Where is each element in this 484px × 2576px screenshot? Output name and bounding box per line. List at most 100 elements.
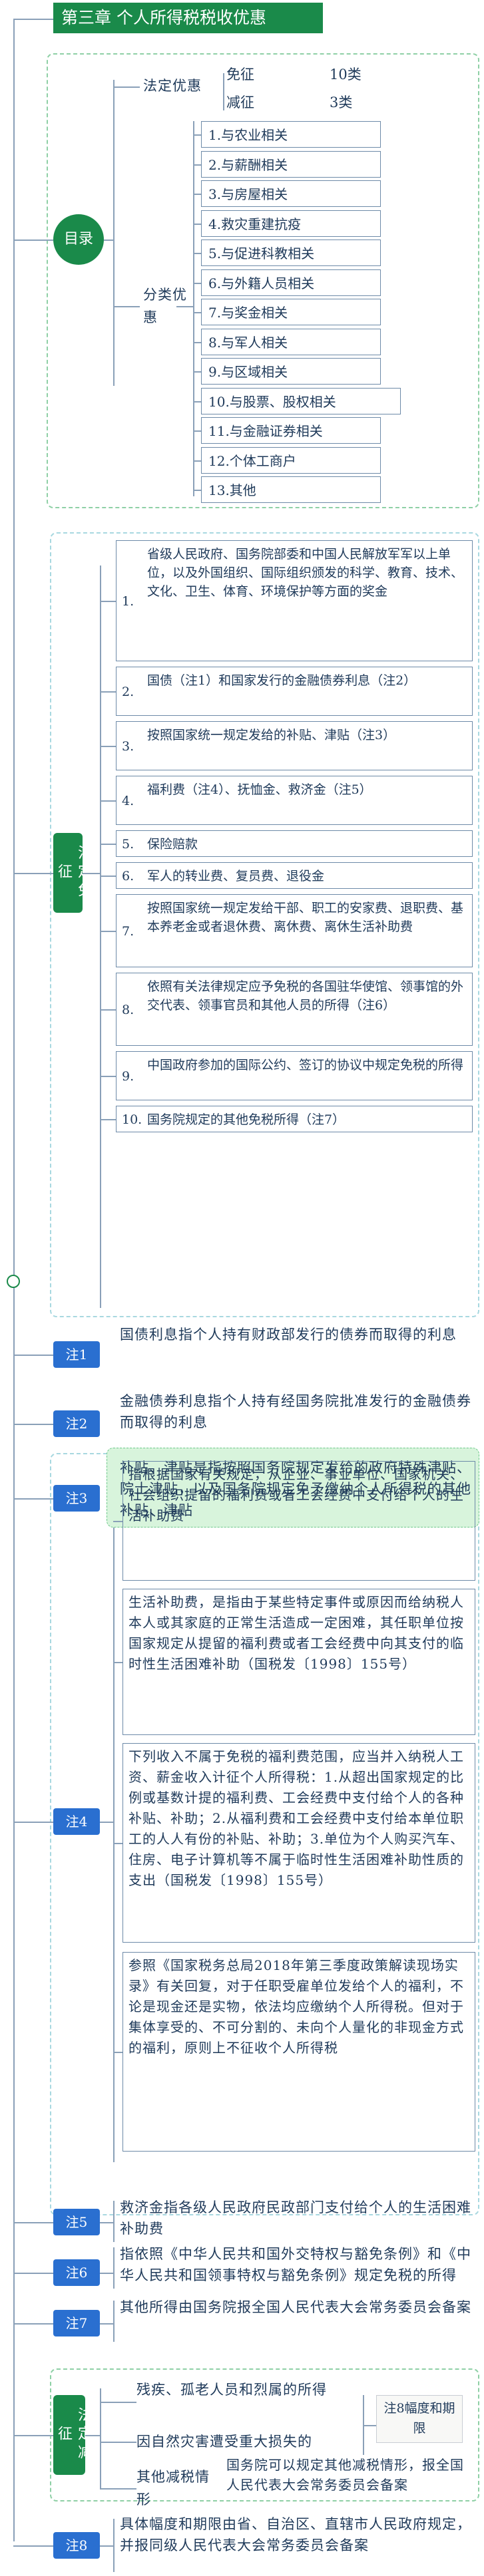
exempt-connector bbox=[100, 800, 116, 802]
exempt-item-text: 省级人民政府、国务院部委和中国人民解放军军以上单位，以及外国组织、国际组织颁发的… bbox=[147, 547, 464, 599]
note-connector bbox=[100, 2222, 113, 2223]
toc-label[interactable]: 目录 bbox=[53, 214, 104, 265]
note-label[interactable]: 注3 bbox=[53, 1485, 100, 1512]
note-label[interactable]: 注6 bbox=[53, 2259, 100, 2286]
other-reduce-label: 其他减税情形 bbox=[136, 2469, 210, 2507]
note8-text: 具体幅度和期限由省、自治区、直辖市人民政府规定，并报同级人民代表大会常务委员会备… bbox=[120, 2516, 471, 2553]
note-bracket bbox=[113, 2247, 115, 2289]
exempt-item[interactable]: 2. 国债（注1）和国家发行的金融债券利息（注2） bbox=[116, 667, 473, 716]
note-connector bbox=[100, 2273, 113, 2274]
category-item[interactable]: 13.其他 bbox=[201, 476, 381, 503]
exempt-item-text: 按照国家统一规定发给的补贴、津贴（注3） bbox=[147, 728, 396, 742]
exempt-item[interactable]: 8. 依照有关法律规定应予免税的各国驻华使馆、领事馆的外交代表、领事官员和其他人员… bbox=[116, 973, 473, 1046]
note-connector bbox=[13, 2323, 53, 2325]
note4-connector bbox=[113, 2052, 122, 2053]
note4-paragraph: 指根据国家有关规定，从企业、事业单位、国家机关、社会组织提留的福利费或者工会经费… bbox=[122, 1461, 475, 1581]
exempt-item[interactable]: 1. 省级人民政府、国务院部委和中国人民解放军军以上单位，以及外国组织、国际组织颁… bbox=[116, 540, 473, 661]
reduce-item-disabled: 残疾、孤老人员和烈属的所得 bbox=[136, 2382, 327, 2398]
exempt-item[interactable]: 7.按照国家统一规定发给干部、职工的安家费、退职费、基本养老金或者退休费、离休费… bbox=[116, 894, 473, 967]
note4-label[interactable]: 注4 bbox=[53, 1808, 100, 1835]
exempt-item[interactable]: 9.中国政府参加的国际公约、签订的协议中规定免税的所得 bbox=[116, 1051, 473, 1100]
category-connector bbox=[193, 371, 201, 373]
category-item[interactable]: 10.与股票、股权相关 bbox=[201, 387, 401, 414]
category-connector bbox=[193, 223, 201, 225]
category-connector bbox=[193, 490, 201, 491]
exempt-item-number: 7. bbox=[122, 924, 134, 939]
note-bracket bbox=[113, 2201, 115, 2242]
category-connector bbox=[193, 312, 201, 313]
note4-connector bbox=[113, 1521, 122, 1522]
exempt-item-number: 8. bbox=[122, 1003, 134, 1017]
reduce-item-disaster: 因自然灾害遭受重大损失的 bbox=[136, 2434, 312, 2450]
category-item[interactable]: 4.救灾重建抗疫 bbox=[201, 210, 381, 237]
category-connector bbox=[193, 460, 201, 462]
exempt-item[interactable]: 5.保险赔款 bbox=[116, 830, 473, 857]
category-item[interactable]: 2.与薪酬相关 bbox=[201, 150, 381, 178]
category-connector bbox=[193, 253, 201, 254]
exempt-item[interactable]: 3. 按照国家统一规定发给的补贴、津贴（注3） bbox=[116, 721, 473, 770]
exempt-item-text: 依照有关法律规定应予免税的各国驻华使馆、领事馆的外交代表、领事官员和其他人员的所… bbox=[147, 979, 464, 1013]
exempt-connector bbox=[100, 1009, 116, 1011]
other-reduce-text: 国务院可以规定其他减税情形，报全国人民代表大会常务委员会备案 bbox=[226, 2457, 464, 2493]
note-bracket bbox=[113, 2301, 115, 2342]
exempt-connector bbox=[100, 876, 116, 877]
exempt-connector bbox=[100, 844, 116, 845]
note-connector bbox=[13, 1424, 53, 1425]
category-item[interactable]: 1.与农业相关 bbox=[201, 121, 381, 148]
exempt-item[interactable]: 10. 国务院规定的其他免税所得（注7） bbox=[116, 1106, 473, 1132]
category-item[interactable]: 3.与房屋相关 bbox=[201, 180, 381, 207]
exempt-item-number: 3. bbox=[122, 739, 134, 754]
category-connector bbox=[193, 430, 201, 432]
exempt-item-text: 军人的转业费、复员费、退役金 bbox=[147, 869, 325, 884]
note-connector bbox=[13, 1355, 53, 1356]
exempt-item-text: 福利费（注4）、抚恤金、救济金（注5） bbox=[147, 782, 372, 797]
note-connector bbox=[13, 2222, 53, 2223]
note4-paragraph: 生活补助费，是指由于某些特定事件或原因而给纳税人本人或其家庭的正常生活造成一定困… bbox=[122, 1589, 475, 1735]
category-connector bbox=[193, 341, 201, 343]
exempt-item-text: 保险赔款 bbox=[147, 837, 198, 852]
category-connector bbox=[193, 282, 201, 284]
category-item[interactable]: 7.与奖金相关 bbox=[201, 299, 381, 325]
note4-connector bbox=[113, 1843, 122, 1844]
note-label[interactable]: 注5 bbox=[53, 2209, 100, 2235]
note8-tag[interactable]: 注8幅度和期限 bbox=[376, 2395, 463, 2443]
exempt-item-number: 10. bbox=[122, 1112, 142, 1127]
exempt-item-number: 4. bbox=[122, 794, 134, 808]
exempt-item-text: 中国政府参加的国际公约、签订的协议中规定免税的所得 bbox=[147, 1058, 464, 1072]
note-text: 救济金指各级人民政府民政部门支付给个人的生活困难补助费 bbox=[120, 2199, 471, 2237]
exempt-connector bbox=[100, 691, 116, 693]
exempt-item[interactable]: 4. 福利费（注4）、抚恤金、救济金（注5） bbox=[116, 776, 473, 825]
note8-label[interactable]: 注8 bbox=[53, 2532, 100, 2559]
category-connector bbox=[193, 164, 201, 166]
note-label[interactable]: 注7 bbox=[53, 2310, 100, 2336]
note-connector bbox=[100, 2323, 113, 2325]
category-connector bbox=[193, 134, 201, 136]
exempt-connector bbox=[100, 746, 116, 747]
category-item[interactable]: 12.个体工商户 bbox=[201, 446, 381, 474]
category-item[interactable]: 5.与促进科教相关 bbox=[201, 240, 381, 266]
note-label[interactable]: 注2 bbox=[53, 1410, 100, 1437]
category-item[interactable]: 11.与金融证券相关 bbox=[201, 417, 381, 444]
root-node[interactable] bbox=[7, 1275, 20, 1288]
exempt-item[interactable]: 6.军人的转业费、复员费、退役金 bbox=[116, 862, 473, 889]
exempt-item-number: 1. bbox=[122, 594, 134, 609]
reduce-label[interactable]: 法定减征 bbox=[53, 2395, 92, 2475]
category-label: 分类优惠 bbox=[143, 287, 187, 325]
note-text: 补贴、津贴是指按照国务院规定发给的政府特殊津贴、院士津贴，以及国务院规定免予缴纳… bbox=[120, 1460, 471, 1518]
note-connector bbox=[13, 2273, 53, 2274]
exempt-item-number: 2. bbox=[122, 685, 134, 699]
exempt-item-text: 国债（注1）和国家发行的金融债券利息（注2） bbox=[147, 673, 417, 688]
exempt-item-text: 国务院规定的其他免税所得（注7） bbox=[147, 1112, 346, 1127]
toc-group bbox=[47, 53, 479, 508]
note-text: 其他所得由国务院报全国人民代表大会常务委员会备案 bbox=[120, 2299, 471, 2315]
exempt-connector bbox=[100, 1076, 116, 1077]
note4-paragraph: 参照《国家税务总局2018年第三季度政策解读现场实录》有关回复，对于任职受雇单位… bbox=[122, 1952, 475, 2152]
category-item[interactable]: 9.与区域相关 bbox=[201, 358, 381, 385]
note-connector bbox=[13, 1498, 53, 1500]
category-item[interactable]: 8.与军人相关 bbox=[201, 328, 381, 355]
category-item[interactable]: 6.与外籍人员相关 bbox=[201, 269, 381, 296]
note-label[interactable]: 注1 bbox=[53, 1341, 100, 1368]
exempt-label[interactable]: 法定免征 bbox=[53, 833, 92, 913]
